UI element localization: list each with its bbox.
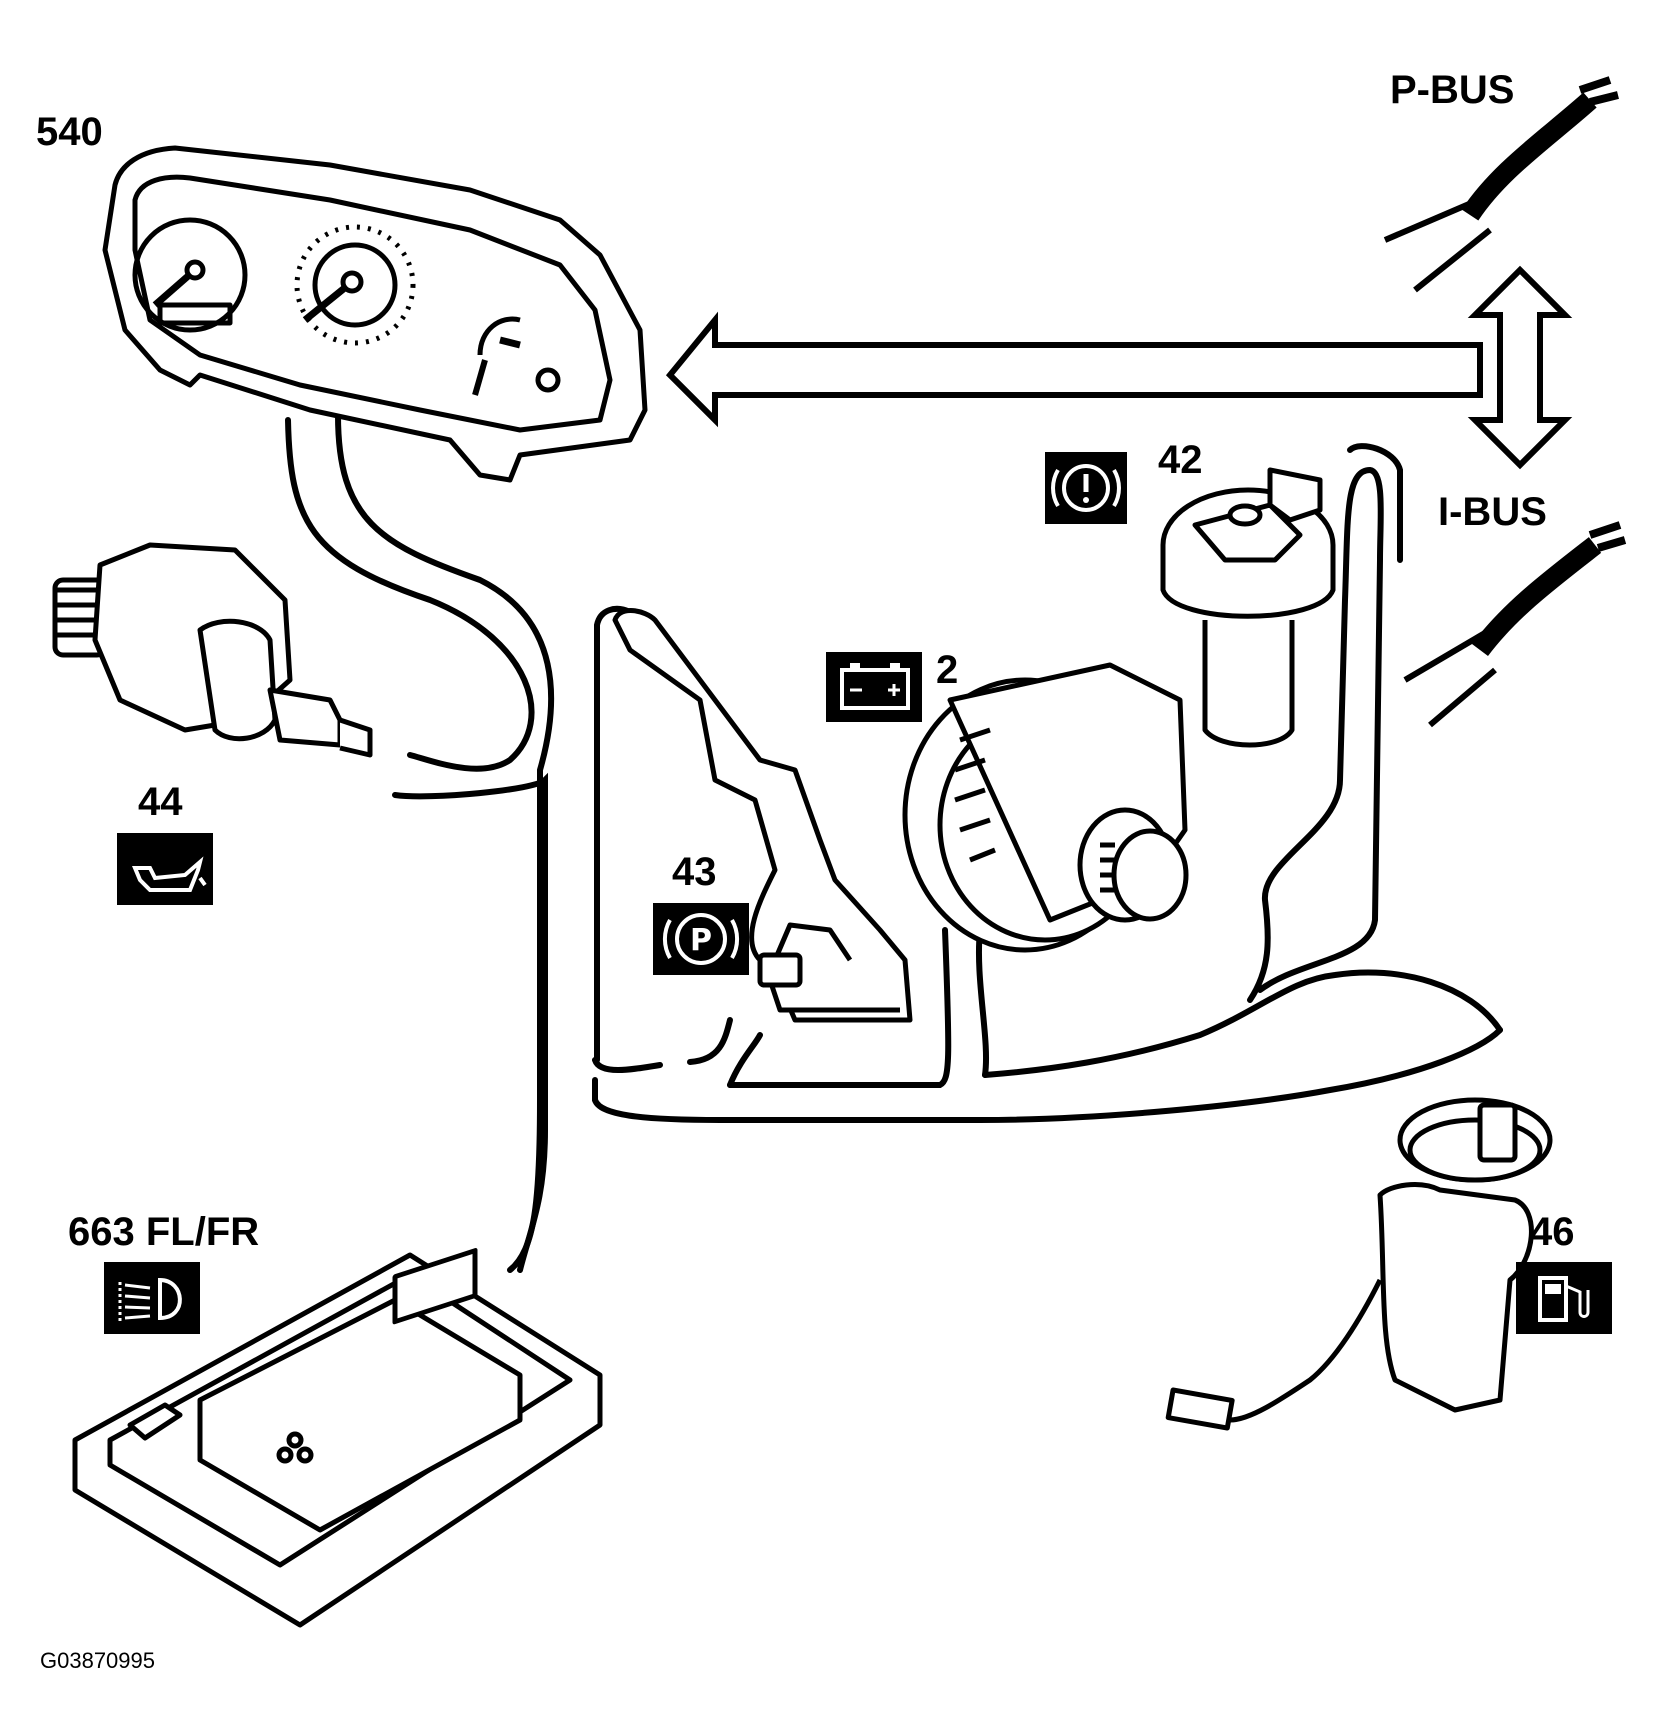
p-bus-label: P-BUS [1390, 68, 1515, 112]
brake-fluid-sensor [1160, 467, 1336, 748]
alternator [902, 662, 1189, 953]
alternator-label: 2 [936, 648, 959, 692]
headlamp-leveling-module [72, 1248, 603, 1628]
i-bus-label: I-BUS [1438, 490, 1547, 534]
i-bus-connector [1403, 521, 1627, 728]
headlamp-leveling-icon [104, 1262, 200, 1334]
headlamp-module-label: 663 FL/FR [68, 1210, 260, 1254]
wiring-harness [285, 412, 1503, 1273]
bus-arrows [665, 265, 1573, 470]
oil-pressure-switch-label: 44 [138, 780, 183, 824]
fuel-sender-label: 46 [1530, 1210, 1575, 1254]
svg-text:P: P [690, 923, 712, 958]
cluster-label: 540 [36, 110, 103, 154]
figure-code: G03870995 [40, 1648, 155, 1673]
parking-brake-label: 43 [672, 850, 717, 894]
instrument-cluster [102, 145, 648, 483]
brake-fluid-sensor-label: 42 [1158, 438, 1203, 482]
brake-warning-icon [1045, 452, 1127, 524]
fuel-pump-icon [1516, 1262, 1612, 1334]
p-bus-connector [1383, 76, 1619, 293]
battery-icon [826, 652, 922, 722]
oil-pressure-switch [52, 542, 373, 758]
parking-brake-icon: P [653, 903, 749, 975]
fuel-level-sender [1165, 1097, 1553, 1431]
parking-brake-lever [612, 608, 913, 1023]
oil-can-icon [117, 833, 213, 905]
